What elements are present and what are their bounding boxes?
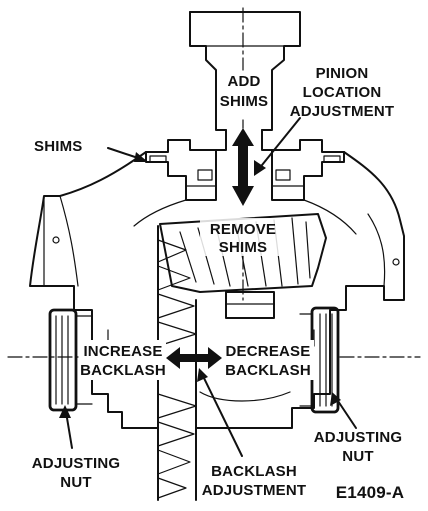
- label-shims: SHIMS: [34, 138, 83, 155]
- svg-text:DECREASE: DECREASE: [226, 343, 311, 360]
- svg-text:BACKLASH: BACKLASH: [225, 362, 311, 379]
- pinion-housing: [189, 11, 301, 166]
- svg-text:REMOVE: REMOVE: [210, 221, 276, 238]
- label-remove-shims: REMOVE SHIMS: [200, 218, 286, 256]
- svg-text:ADJUSTING: ADJUSTING: [314, 429, 402, 446]
- svg-text:SHIMS: SHIMS: [34, 138, 83, 155]
- svg-text:BACKLASH: BACKLASH: [80, 362, 166, 379]
- shim-retainer: [145, 139, 345, 201]
- svg-text:ADJUSTMENT: ADJUSTMENT: [202, 482, 307, 499]
- label-decrease-backlash: DECREASE BACKLASH: [222, 340, 314, 380]
- pinion-adjust-arrow: [232, 128, 254, 206]
- leader-lines: [59, 117, 357, 457]
- svg-text:INCREASE: INCREASE: [83, 343, 162, 360]
- svg-text:SHIMS: SHIMS: [220, 93, 269, 110]
- svg-text:ADJUSTMENT: ADJUSTMENT: [290, 103, 395, 120]
- svg-text:BACKLASH: BACKLASH: [211, 463, 297, 480]
- label-adjusting-nut-right: ADJUSTING NUT: [314, 429, 402, 465]
- label-backlash-adjustment: BACKLASH ADJUSTMENT: [202, 463, 307, 499]
- svg-text:PINION: PINION: [316, 65, 369, 82]
- carrier-housing: [29, 151, 405, 323]
- differential-case: [91, 321, 331, 429]
- label-increase-backlash: INCREASE BACKLASH: [80, 340, 166, 380]
- svg-text:ADJUSTING: ADJUSTING: [32, 455, 120, 472]
- figure-code: E1409-A: [336, 483, 405, 502]
- svg-text:SHIMS: SHIMS: [219, 239, 268, 256]
- svg-text:ADD: ADD: [227, 73, 260, 90]
- label-pinion-location-adjustment: PINION LOCATION ADJUSTMENT: [290, 65, 395, 120]
- svg-text:NUT: NUT: [342, 448, 373, 465]
- svg-text:NUT: NUT: [60, 474, 91, 491]
- label-adjusting-nut-left: ADJUSTING NUT: [32, 455, 120, 491]
- svg-text:LOCATION: LOCATION: [303, 84, 382, 101]
- label-add-shims: ADD SHIMS: [220, 73, 269, 110]
- svg-text:E1409-A: E1409-A: [336, 483, 405, 502]
- backlash-adjust-arrow: [166, 347, 222, 369]
